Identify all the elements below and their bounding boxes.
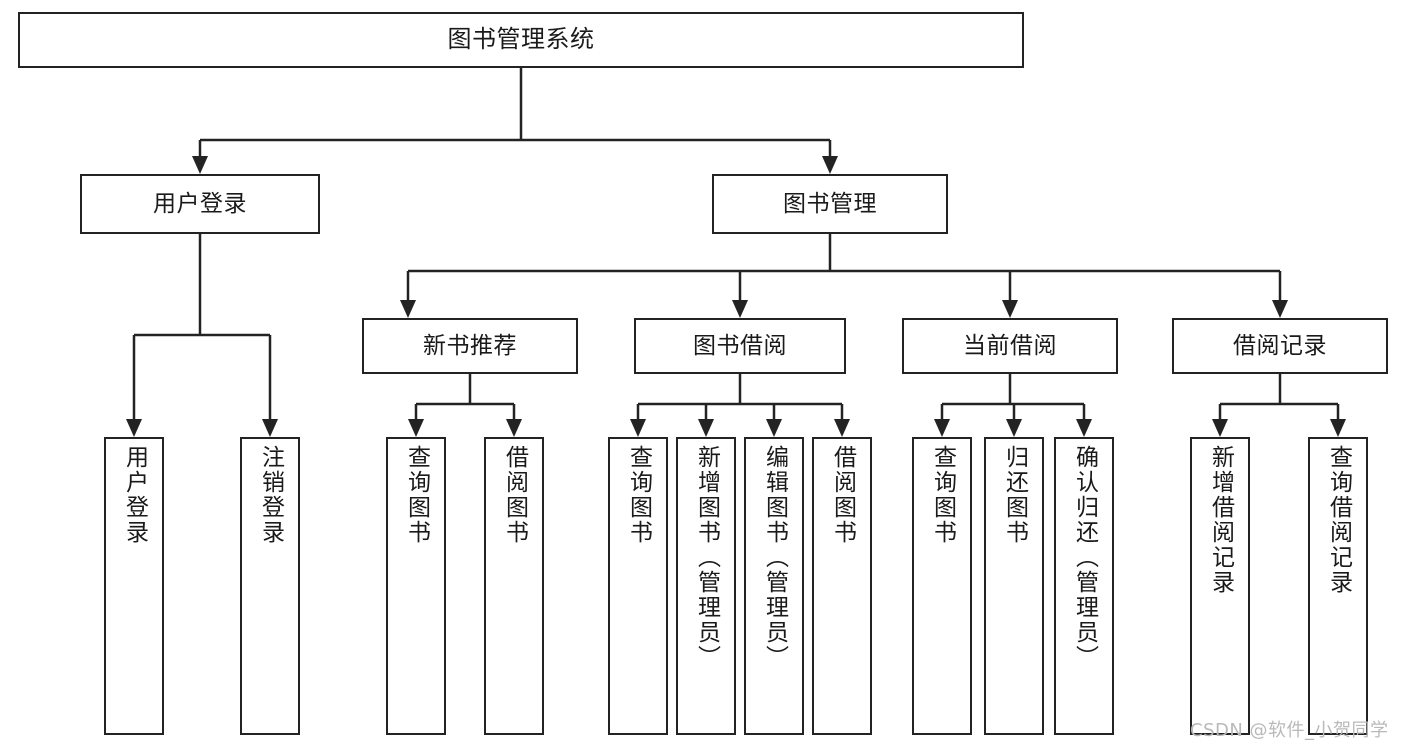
node-leaf-query-book-2[interactable]: 查询图书	[608, 437, 668, 735]
node-leaf-borrow-book-2-label: 借阅图书	[829, 445, 856, 545]
node-root[interactable]: 图书管理系统	[18, 12, 1024, 68]
node-leaf-user-login-label: 用户登录	[121, 445, 148, 545]
node-current-borrow-label: 当前借阅	[963, 332, 1057, 359]
node-leaf-edit-book[interactable]: 编辑图书（管理员）	[744, 437, 804, 735]
node-book-manage[interactable]: 图书管理	[712, 174, 948, 234]
node-user-login[interactable]: 用户登录	[80, 174, 320, 234]
node-leaf-edit-book-label: 编辑图书（管理员）	[761, 445, 788, 670]
node-leaf-query-record[interactable]: 查询借阅记录	[1308, 437, 1368, 735]
node-borrow-record-label: 借阅记录	[1233, 332, 1327, 359]
node-borrow-record[interactable]: 借阅记录	[1172, 318, 1388, 374]
node-leaf-borrow-book-2[interactable]: 借阅图书	[812, 437, 872, 735]
node-leaf-add-record[interactable]: 新增借阅记录	[1190, 437, 1250, 735]
node-leaf-confirm-return[interactable]: 确认归还（管理员）	[1054, 437, 1114, 735]
node-leaf-add-book-label: 新增图书（管理员）	[693, 445, 720, 670]
node-leaf-borrow-book-1[interactable]: 借阅图书	[484, 437, 544, 735]
node-leaf-return-book[interactable]: 归还图书	[984, 437, 1044, 735]
node-leaf-return-book-label: 归还图书	[1001, 445, 1028, 545]
node-leaf-add-book[interactable]: 新增图书（管理员）	[676, 437, 736, 735]
node-root-label: 图书管理系统	[447, 25, 595, 54]
node-leaf-user-logout-label: 注销登录	[257, 445, 284, 545]
node-leaf-query-book-2-label: 查询图书	[625, 445, 652, 545]
node-leaf-query-book-1-label: 查询图书	[403, 445, 430, 545]
node-user-login-label: 用户登录	[153, 190, 247, 217]
node-leaf-confirm-return-label: 确认归还（管理员）	[1071, 445, 1098, 670]
node-book-borrow-label: 图书借阅	[693, 332, 787, 359]
node-new-book-recommend-label: 新书推荐	[423, 332, 517, 359]
node-leaf-user-logout[interactable]: 注销登录	[240, 437, 300, 735]
node-current-borrow[interactable]: 当前借阅	[902, 318, 1118, 374]
csdn-watermark: CSDN @软件_小贺同学	[1190, 720, 1389, 741]
node-leaf-borrow-book-1-label: 借阅图书	[501, 445, 528, 545]
node-leaf-query-record-label: 查询借阅记录	[1325, 445, 1352, 595]
node-leaf-user-login[interactable]: 用户登录	[104, 437, 164, 735]
node-leaf-query-book-3-label: 查询图书	[929, 445, 956, 545]
node-leaf-query-book-3[interactable]: 查询图书	[912, 437, 972, 735]
node-leaf-query-book-1[interactable]: 查询图书	[386, 437, 446, 735]
node-leaf-add-record-label: 新增借阅记录	[1207, 445, 1234, 595]
node-book-manage-label: 图书管理	[783, 190, 877, 217]
node-book-borrow[interactable]: 图书借阅	[634, 318, 846, 374]
node-new-book-recommend[interactable]: 新书推荐	[362, 318, 578, 374]
